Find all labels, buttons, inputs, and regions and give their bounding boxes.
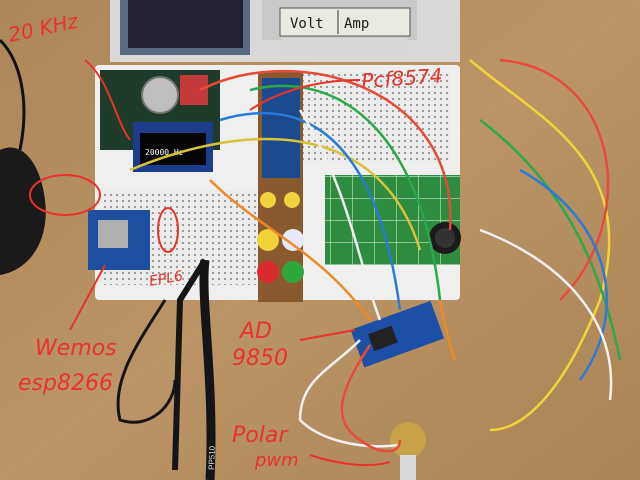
lcd-amp-label: Amp — [344, 16, 369, 32]
annotation-esp8266: esp8266 — [18, 371, 113, 396]
annotation-wemos: Wemos — [35, 336, 117, 361]
coin-battery — [141, 76, 179, 114]
ad9850-module — [350, 300, 445, 368]
annotation-pwm: pwm — [254, 450, 299, 471]
jumper-wires — [129, 58, 622, 453]
oled-readout: 20000 Hz — [145, 148, 184, 157]
potentiometer — [390, 422, 426, 458]
yellow-button — [260, 192, 276, 208]
lcd-volt-label: Volt — [290, 16, 324, 32]
lcd-screen — [279, 7, 411, 37]
red-module — [180, 75, 208, 105]
red-button — [257, 261, 279, 283]
annotation-led: EPL6 — [148, 268, 184, 290]
green-button — [282, 261, 304, 283]
white-button — [282, 229, 304, 251]
black-bag — [0, 147, 46, 275]
annotation-ad: AD — [238, 319, 272, 344]
annotation-9850: 9850 — [232, 346, 288, 371]
probe-model-label: PP510 — [207, 445, 217, 470]
annotation-polar: Polar — [232, 423, 289, 448]
annotation-pcf8574: Pcf8574 — [361, 63, 443, 93]
oscilloscope-probe — [172, 258, 208, 471]
